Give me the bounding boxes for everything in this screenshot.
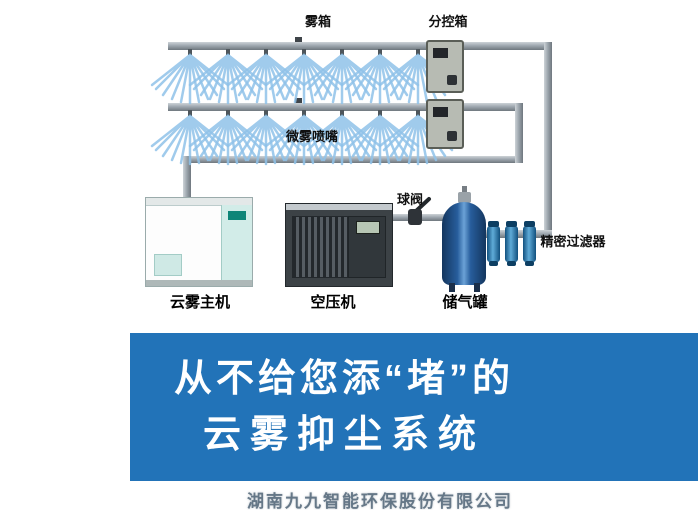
fog-machine-logo (228, 211, 246, 220)
compressor-vents (292, 216, 349, 278)
tank-leg (449, 283, 455, 292)
tank-fitting (458, 192, 471, 203)
label-fog-box: 雾箱 (304, 14, 331, 29)
fog-machine-vent (154, 254, 182, 276)
control-box-screen (433, 107, 448, 117)
fog-machine-base (146, 280, 252, 286)
slogan-line-2: 云雾抑尘系统 (202, 414, 485, 456)
air-compressor (285, 203, 393, 287)
compressor-top (286, 204, 392, 210)
label-micro-fog-nozzle: 微雾喷嘴 (285, 129, 338, 144)
fog-machine-top (146, 198, 252, 206)
slogan-line-1: 从不给您添“堵”的 (173, 358, 514, 400)
tank-stem (462, 186, 467, 193)
control-box-button (447, 75, 457, 85)
ball-valve-icon (408, 197, 431, 225)
control-box-screen (433, 48, 448, 58)
company-watermark: 湖南九九智能环保股份有限公司 (247, 492, 513, 510)
tank-leg (474, 283, 480, 292)
precision-filter-unit (523, 221, 536, 266)
precision-filter-unit (505, 221, 518, 266)
label-ball-valve: 球阀 (396, 192, 423, 207)
air-storage-tank (442, 202, 486, 285)
label-fog-main-machine: 云雾主机 (169, 294, 230, 311)
nozzle-stems (188, 49, 420, 116)
slogan-banner: 从不给您添“堵”的 云雾抑尘系统 (130, 333, 698, 481)
compressor-screen (356, 221, 380, 234)
precision-filter-unit (487, 221, 500, 266)
sub-control-box-2 (426, 99, 464, 149)
control-box-button (447, 131, 457, 141)
label-sub-control-box: 分控箱 (428, 14, 468, 29)
label-air-tank: 储气罐 (442, 294, 488, 311)
sub-control-box-1 (426, 40, 464, 93)
label-precision-filter: 精密过滤器 (540, 234, 606, 249)
fog-main-machine (145, 197, 253, 287)
label-air-compressor: 空压机 (310, 294, 356, 311)
